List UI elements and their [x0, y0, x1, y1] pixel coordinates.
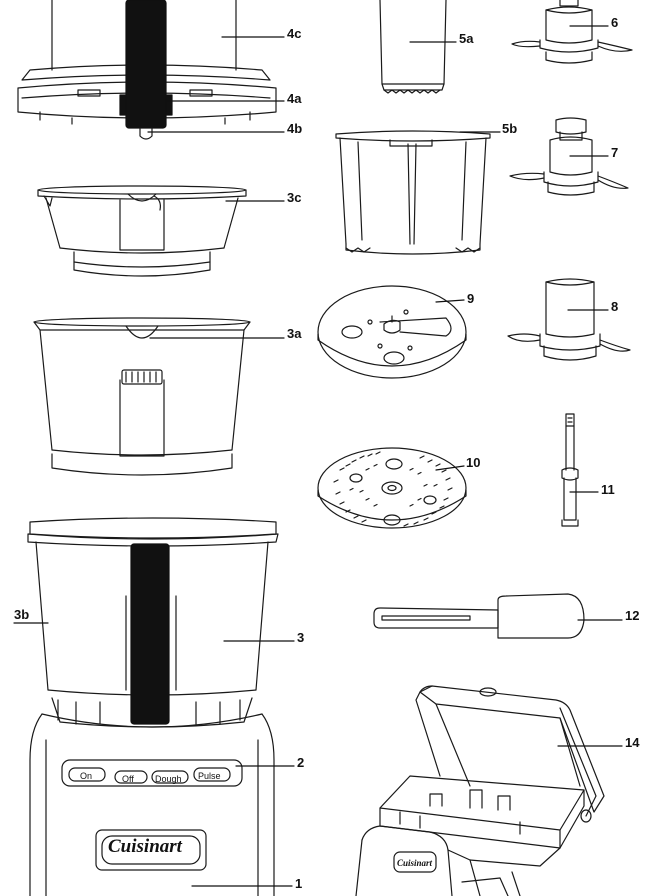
on-button-label: On	[80, 771, 93, 781]
label-2: 2	[297, 755, 305, 770]
slicing-disc-9	[317, 285, 467, 379]
callout-leaders	[13, 25, 623, 887]
main-bowl-3	[27, 517, 279, 728]
label-5a: 5a	[459, 31, 474, 46]
label-8: 8	[611, 299, 619, 314]
storage-case-14	[355, 685, 605, 896]
case-logo: Cuisinart	[397, 858, 433, 868]
dough-button-label: Dough	[155, 774, 182, 784]
motor-base-1	[29, 713, 275, 896]
label-3a: 3a	[287, 326, 302, 341]
off-button-label: Off	[122, 774, 134, 784]
dough-assembly-5b	[335, 130, 491, 255]
spatula-12	[373, 593, 585, 639]
small-bowl-3c	[37, 185, 247, 277]
stem-adapter-11	[561, 413, 579, 527]
pulse-button-label: Pulse	[198, 771, 221, 781]
label-4b: 4b	[287, 121, 303, 136]
label-3b: 3b	[14, 607, 30, 622]
label-4c: 4c	[287, 26, 302, 41]
cuisinart-logo: Cuisinart	[108, 836, 182, 857]
label-5b: 5b	[502, 121, 518, 136]
label-4a: 4a	[287, 91, 302, 106]
label-14: 14	[625, 735, 640, 750]
label-10: 10	[466, 455, 481, 470]
large-pusher-4a	[119, 0, 173, 129]
chopping-blade-7	[509, 117, 629, 196]
shredding-disc-10	[317, 447, 467, 529]
label-9: 9	[467, 291, 475, 306]
chopping-blade-8	[507, 278, 631, 361]
label-3c: 3c	[287, 190, 302, 205]
label-12: 12	[625, 608, 640, 623]
small-pusher-4b	[139, 127, 153, 140]
label-7: 7	[611, 145, 619, 160]
shredding-holes	[333, 451, 453, 527]
label-1: 1	[295, 876, 303, 891]
label-6: 6	[611, 15, 619, 30]
label-3: 3	[297, 630, 305, 645]
small-pusher-5a	[379, 0, 447, 94]
control-panel-2	[68, 767, 231, 784]
medium-bowl-3a	[33, 317, 251, 476]
chopping-blade-6	[511, 0, 633, 64]
label-11: 11	[601, 482, 615, 497]
